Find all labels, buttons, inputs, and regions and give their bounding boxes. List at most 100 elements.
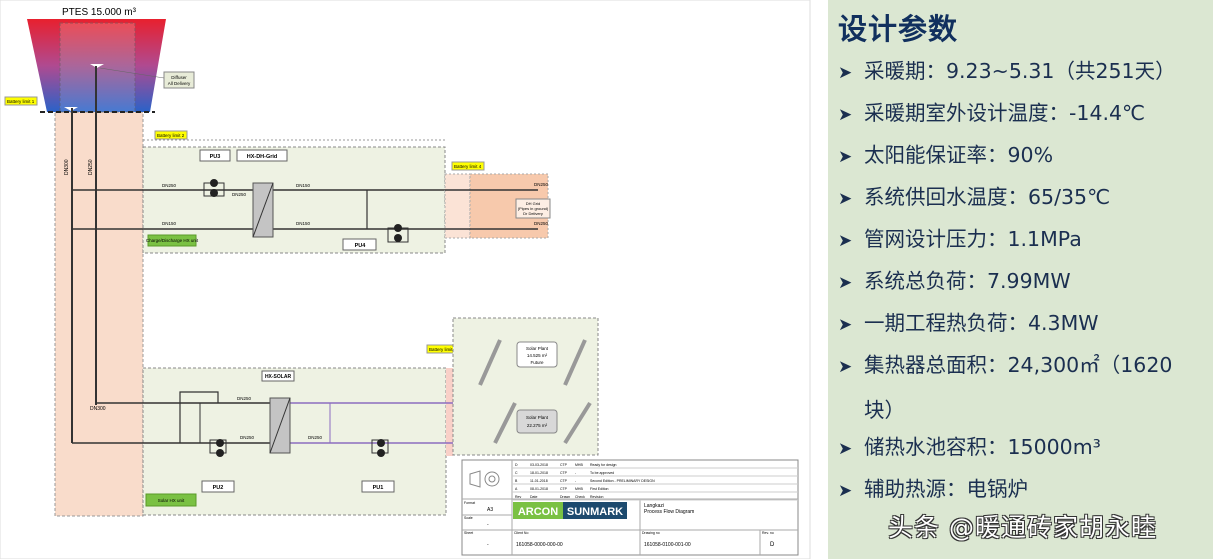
arrow-bullet-icon: ➤ [838,189,853,209]
svg-text:Future: Future [530,360,544,365]
charge-discharge-unit: PU3 HX-DH-Grid PU4 DN250 DN250 DN150 DN1… [72,146,446,254]
param-item: ➤ 系统总负荷：7.99MW [838,264,1071,294]
param-text: 一期工程热负荷：4.3MW [864,311,1099,335]
param-item: ➤集热器总面积：24,300㎡（1620 [838,348,1172,378]
param-text: 辅助热源：电锅炉 [864,477,1028,501]
param-item: ➤ 一期工程热负荷：4.3MW [838,306,1099,336]
svg-text:Solar Plant: Solar Plant [526,415,549,420]
svg-text:Client No: Client No [514,531,528,535]
tank-label: PTES 15.000 m³ [62,7,137,18]
revision-cell: Date [530,495,537,499]
revision-cell: A [515,487,518,491]
svg-text:Sheet: Sheet [464,531,473,535]
svg-text:DN150: DN150 [162,221,177,226]
arrow-bullet-icon: ➤ [838,439,853,459]
process-flow-diagram: PTES 15.000 m³ Diffuser All Delivery DN3… [0,0,811,559]
logo-sunmark: SUNMARK [567,506,623,518]
arrow-bullet-icon: ➤ [838,231,853,251]
arrow-bullet-icon: ➤ [838,273,853,293]
svg-text:All Delivery: All Delivery [168,81,191,86]
svg-text:Battery limit 2: Battery limit 2 [157,133,185,138]
revision-cell: First Edition [590,487,609,491]
diffuser-label: Diffuser All Delivery [99,67,195,89]
battery-zone-column [54,111,144,517]
param-text: 系统总负荷：7.99MW [864,269,1071,293]
ptes-tank: PTES 15.000 m³ [27,7,166,113]
pump-pu4: PU4 [355,243,367,249]
svg-text:DN250: DN250 [162,183,177,188]
svg-text:DN250: DN250 [534,182,549,187]
solar-hx-unit: HX-SOLAR PU2 PU1 DN250 DN250 DN250 Solar… [72,367,590,516]
revision-cell: Rev [515,495,521,499]
revision-cell: Check [575,495,585,499]
revision-cell: CTP [560,487,568,491]
param-item: ➤ 辅助热源：电锅炉 [838,472,1028,502]
svg-text:A3: A3 [487,507,493,513]
revision-cell: Second Edition - PRELIMINARY DESIGN [590,479,655,483]
svg-text:Scale: Scale [464,516,473,520]
svg-text:Drawing no: Drawing no [642,531,660,535]
revision-cell: D [515,463,518,467]
param-text: 采暖期室外设计温度：-14.4℃ [864,101,1146,125]
param-item: ➤ 储热水池容积：15000m³ [838,430,1101,460]
svg-text:DN250: DN250 [308,435,323,440]
pipe-label-dn250: DN250 [88,159,94,175]
param-text: 系统供回水温度：65/35℃ [864,185,1111,209]
svg-text:Process Flow Diagram: Process Flow Diagram [644,509,694,515]
param-text: 管网设计压力：1.1MPa [864,227,1082,251]
dh-grid: DN250 DN250 DH Grid (Pipes in ground) Dr… [444,173,551,239]
revision-cell: Ready for design [590,463,617,467]
svg-text:(Pipes in ground): (Pipes in ground) [518,206,549,211]
revision-cell: 08-01-2018 [530,487,548,491]
svg-text:DN250: DN250 [232,192,247,197]
hx-solar-label: HX-SOLAR [265,374,292,380]
battery-limit-label: Battery limit 2 [154,130,188,140]
arrow-bullet-icon: ➤ [838,481,853,501]
solar-unit-label: Solar HX unit [158,498,185,503]
revision-cell: 11-01-2018 [530,479,548,483]
revision-cell: B [515,479,518,483]
param-text: 储热水池容积：15000m³ [864,435,1101,459]
pump-pu2: PU2 [213,485,224,491]
svg-text:Battery limit 4: Battery limit 4 [454,164,482,169]
svg-text:Dr Delivery: Dr Delivery [523,211,543,216]
hx-dh-grid-label: HX-DH-Grid [247,154,278,160]
battery-limit-label: Battery limit 1 [4,96,38,106]
arrow-bullet-icon: ➤ [838,357,853,377]
svg-text:-: - [487,522,489,528]
svg-text:DN250: DN250 [240,435,255,440]
revision-cell: C [515,471,518,475]
svg-text:DN250: DN250 [237,396,252,401]
param-item: ➤ 采暖期室外设计温度：-14.4℃ [838,96,1145,126]
arrow-bullet-icon: ➤ [838,105,853,125]
charge-unit-label: Charge/Discharge HX unit [146,238,199,243]
arrow-bullet-icon: ➤ [838,315,853,335]
revision-cell: - [575,479,577,483]
svg-text:DH Grid: DH Grid [526,201,540,206]
panel-title: 设计参数 [838,12,959,46]
revision-cell: To be approved [590,471,614,475]
battery-limit-label: Battery limit 4 [451,161,485,171]
param-text: 太阳能保证率：90% [864,143,1054,167]
svg-text:Solar Plant: Solar Plant [526,346,549,351]
revision-cell: CTP [560,463,568,467]
revision-cell: Drawn [560,495,570,499]
revision-cell: Revision [590,495,603,499]
watermark: 头条 @暖通砖家胡永睦 [888,513,1157,542]
design-parameters-panel: 设计参数 ➤采暖期：9.23~5.31（共251天） ➤ 采暖期室外设计温度：-14… [828,0,1213,559]
logo-arcon: ARCON [518,506,558,518]
param-item-continuation: 块） [864,398,905,422]
svg-text:161058-0100-001-00: 161058-0100-001-00 [644,542,691,548]
arrow-bullet-icon: ➤ [838,147,853,167]
param-item: ➤ 太阳能保证率：90% [838,138,1053,168]
revision-cell: MHB [575,487,583,491]
param-item: ➤ 管网设计压力：1.1MPa [838,222,1082,252]
param-item: ➤采暖期：9.23~5.31（共251天） [838,54,1176,84]
pipe-label-dn300-bottom: DN300 [90,406,106,412]
svg-text:-: - [487,542,489,548]
svg-text:D: D [770,542,775,548]
svg-text:Battery limit 1: Battery limit 1 [7,99,35,104]
svg-text:Rev. no: Rev. no [762,531,774,535]
pump-pu3: PU3 [210,154,221,160]
